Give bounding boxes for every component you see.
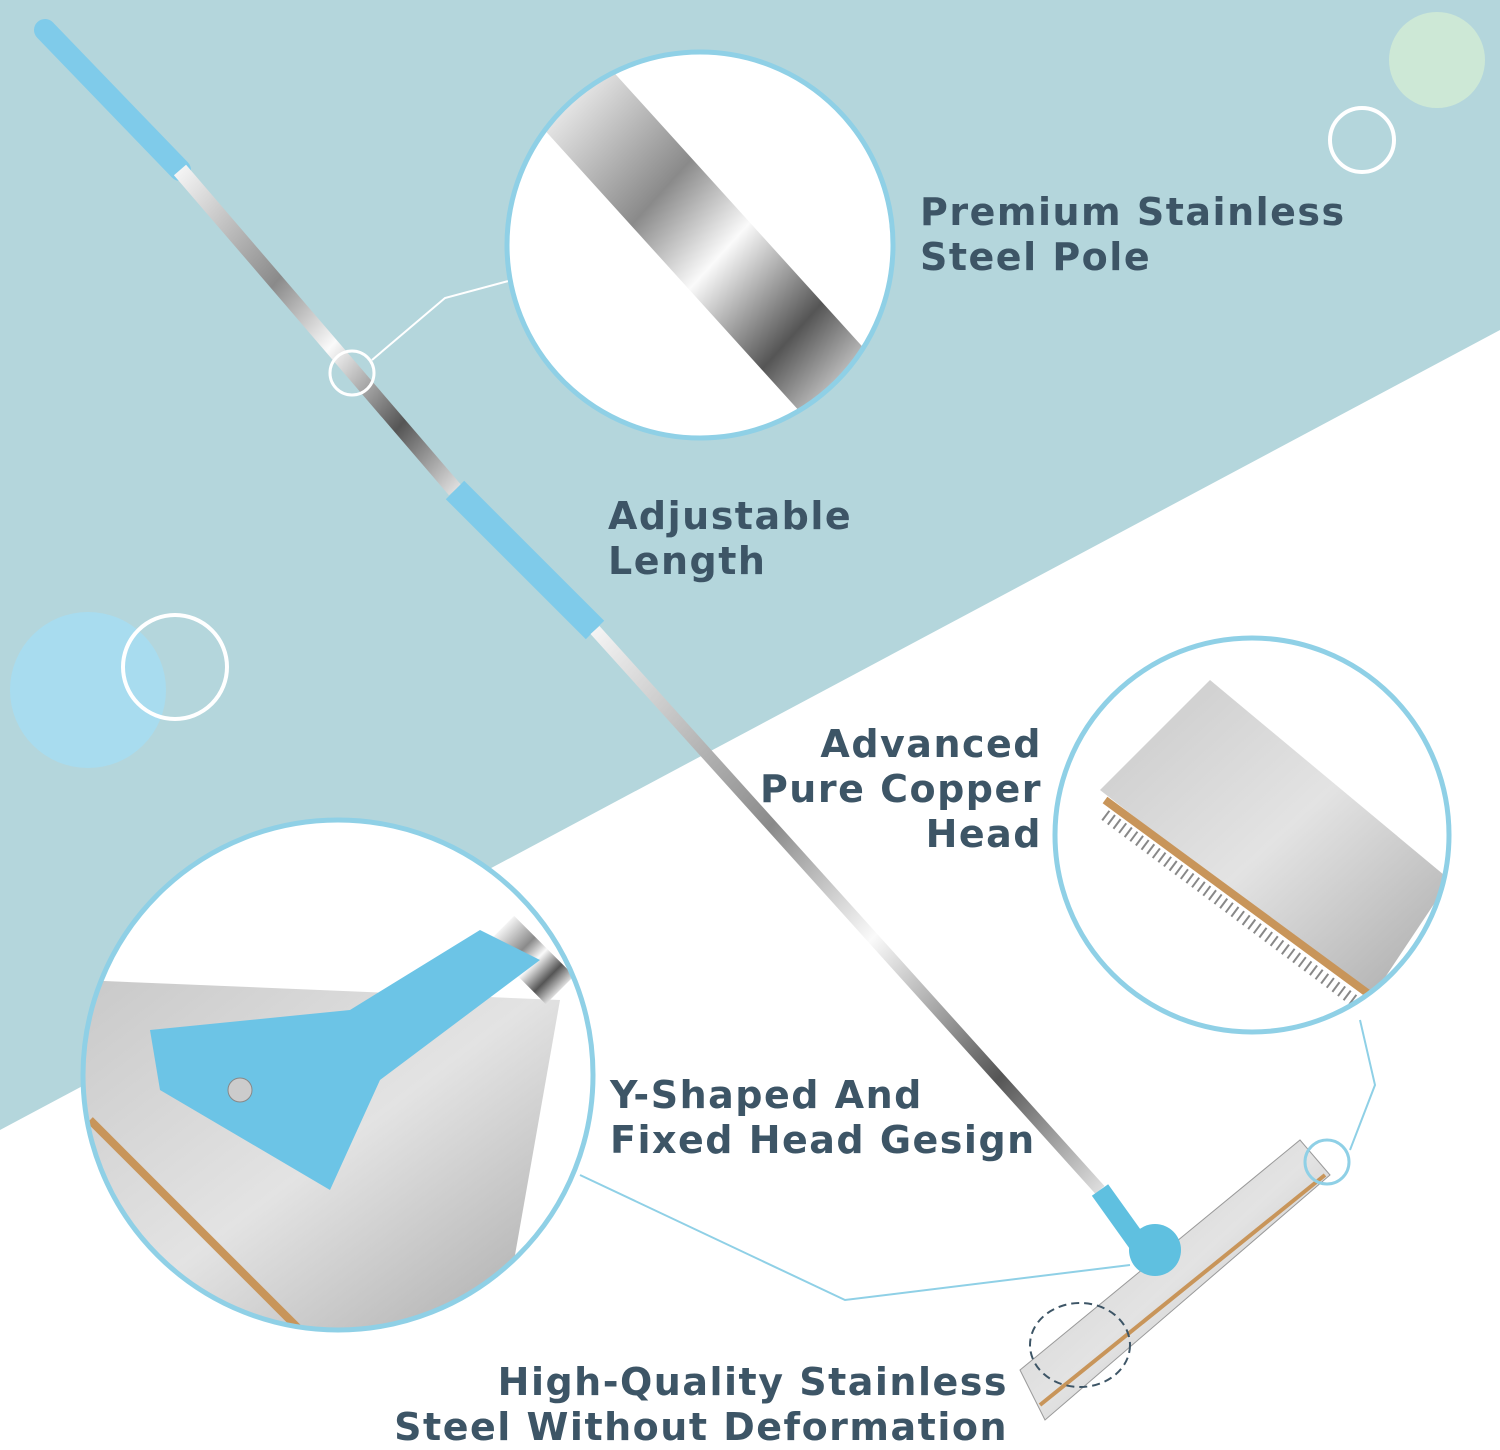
y-head-closeup bbox=[83, 820, 593, 1330]
label-y-shaped-head: Y-Shaped And Fixed Head Gesign bbox=[610, 1073, 1036, 1162]
label-adjustable-length: Adjustable Length bbox=[608, 494, 853, 583]
label-stainless-steel: High-Quality Stainless Steel Without Def… bbox=[394, 1360, 1008, 1449]
pole-closeup bbox=[507, 52, 893, 438]
decor-green-circle bbox=[1389, 12, 1485, 108]
pole-focus-ring bbox=[328, 349, 376, 397]
label-copper-head: Advanced Pure Copper Head bbox=[759, 722, 1042, 856]
decor-ring bbox=[121, 613, 229, 721]
decor-blue-circle bbox=[10, 612, 166, 768]
mop-pole bbox=[34, 19, 1331, 1421]
copper-head-closeup bbox=[1055, 638, 1449, 1032]
label-steel-pole: Premium Stainless Steel Pole bbox=[920, 190, 1346, 279]
decor-ring bbox=[1328, 106, 1396, 174]
